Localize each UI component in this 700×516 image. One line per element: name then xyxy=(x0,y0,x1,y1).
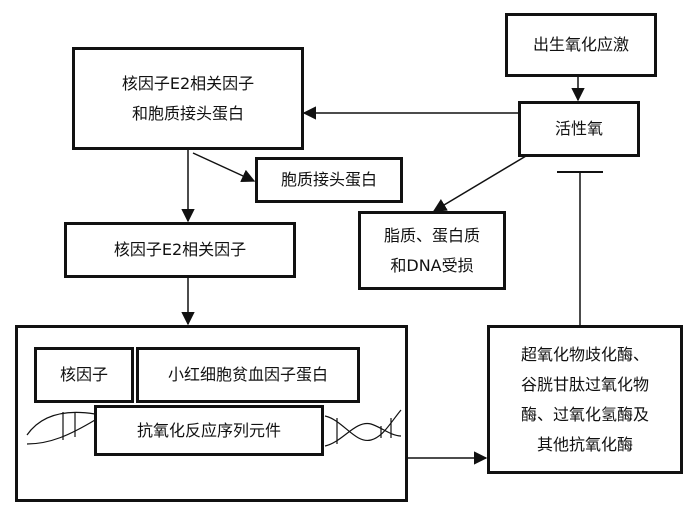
node-enzymes-line1: 超氧化物歧化酶、 xyxy=(520,344,649,364)
dna-strand-icon xyxy=(26,409,402,447)
arrow-complex-to-keap1 xyxy=(192,152,256,183)
node-damage-line2: 和DNA受损 xyxy=(390,255,474,275)
node-nrf2-keap1-complex: 核因子E2相关因子 和胞质接头蛋白 xyxy=(72,47,304,150)
node-keap1: 胞质接头蛋白 xyxy=(255,157,403,203)
node-maf: 小红细胞贫血因子蛋白 xyxy=(136,347,360,403)
node-nucleus: 核因子 xyxy=(34,347,134,403)
node-oxidative-stress: 出生氧化应激 xyxy=(505,13,657,77)
node-antioxidant-enzymes: 超氧化物歧化酶、 谷胱甘肽过氧化物 酶、过氧化氢酶及 其他抗氧化酶 xyxy=(487,325,683,474)
node-enzymes-line3: 酶、过氧化氢酶及 xyxy=(520,404,649,424)
node-nrf2-keap1-line1: 核因子E2相关因子 xyxy=(121,73,255,93)
node-enzymes-line4: 其他抗氧化酶 xyxy=(536,434,633,454)
node-nrf2: 核因子E2相关因子 xyxy=(64,222,296,278)
node-are: 抗氧化反应序列元件 xyxy=(94,405,324,456)
node-oxidative-stress-label: 出生氧化应激 xyxy=(532,35,629,54)
node-enzymes-line2: 谷胱甘肽过氧化物 xyxy=(520,374,649,394)
node-damage-line1: 脂质、蛋白质 xyxy=(383,225,480,245)
node-ros: 活性氧 xyxy=(518,101,640,157)
node-keap1-label: 胞质接头蛋白 xyxy=(280,170,377,189)
node-maf-label: 小红细胞贫血因子蛋白 xyxy=(167,365,328,384)
node-ros-label: 活性氧 xyxy=(554,119,603,138)
node-damage: 脂质、蛋白质 和DNA受损 xyxy=(358,211,506,290)
node-are-label: 抗氧化反应序列元件 xyxy=(136,420,281,440)
node-nrf2-label: 核因子E2相关因子 xyxy=(113,240,247,259)
node-nucleus-label: 核因子 xyxy=(59,365,108,384)
arrow-ros-to-damage xyxy=(432,149,537,212)
node-nrf2-keap1-line2: 和胞质接头蛋白 xyxy=(131,103,244,123)
